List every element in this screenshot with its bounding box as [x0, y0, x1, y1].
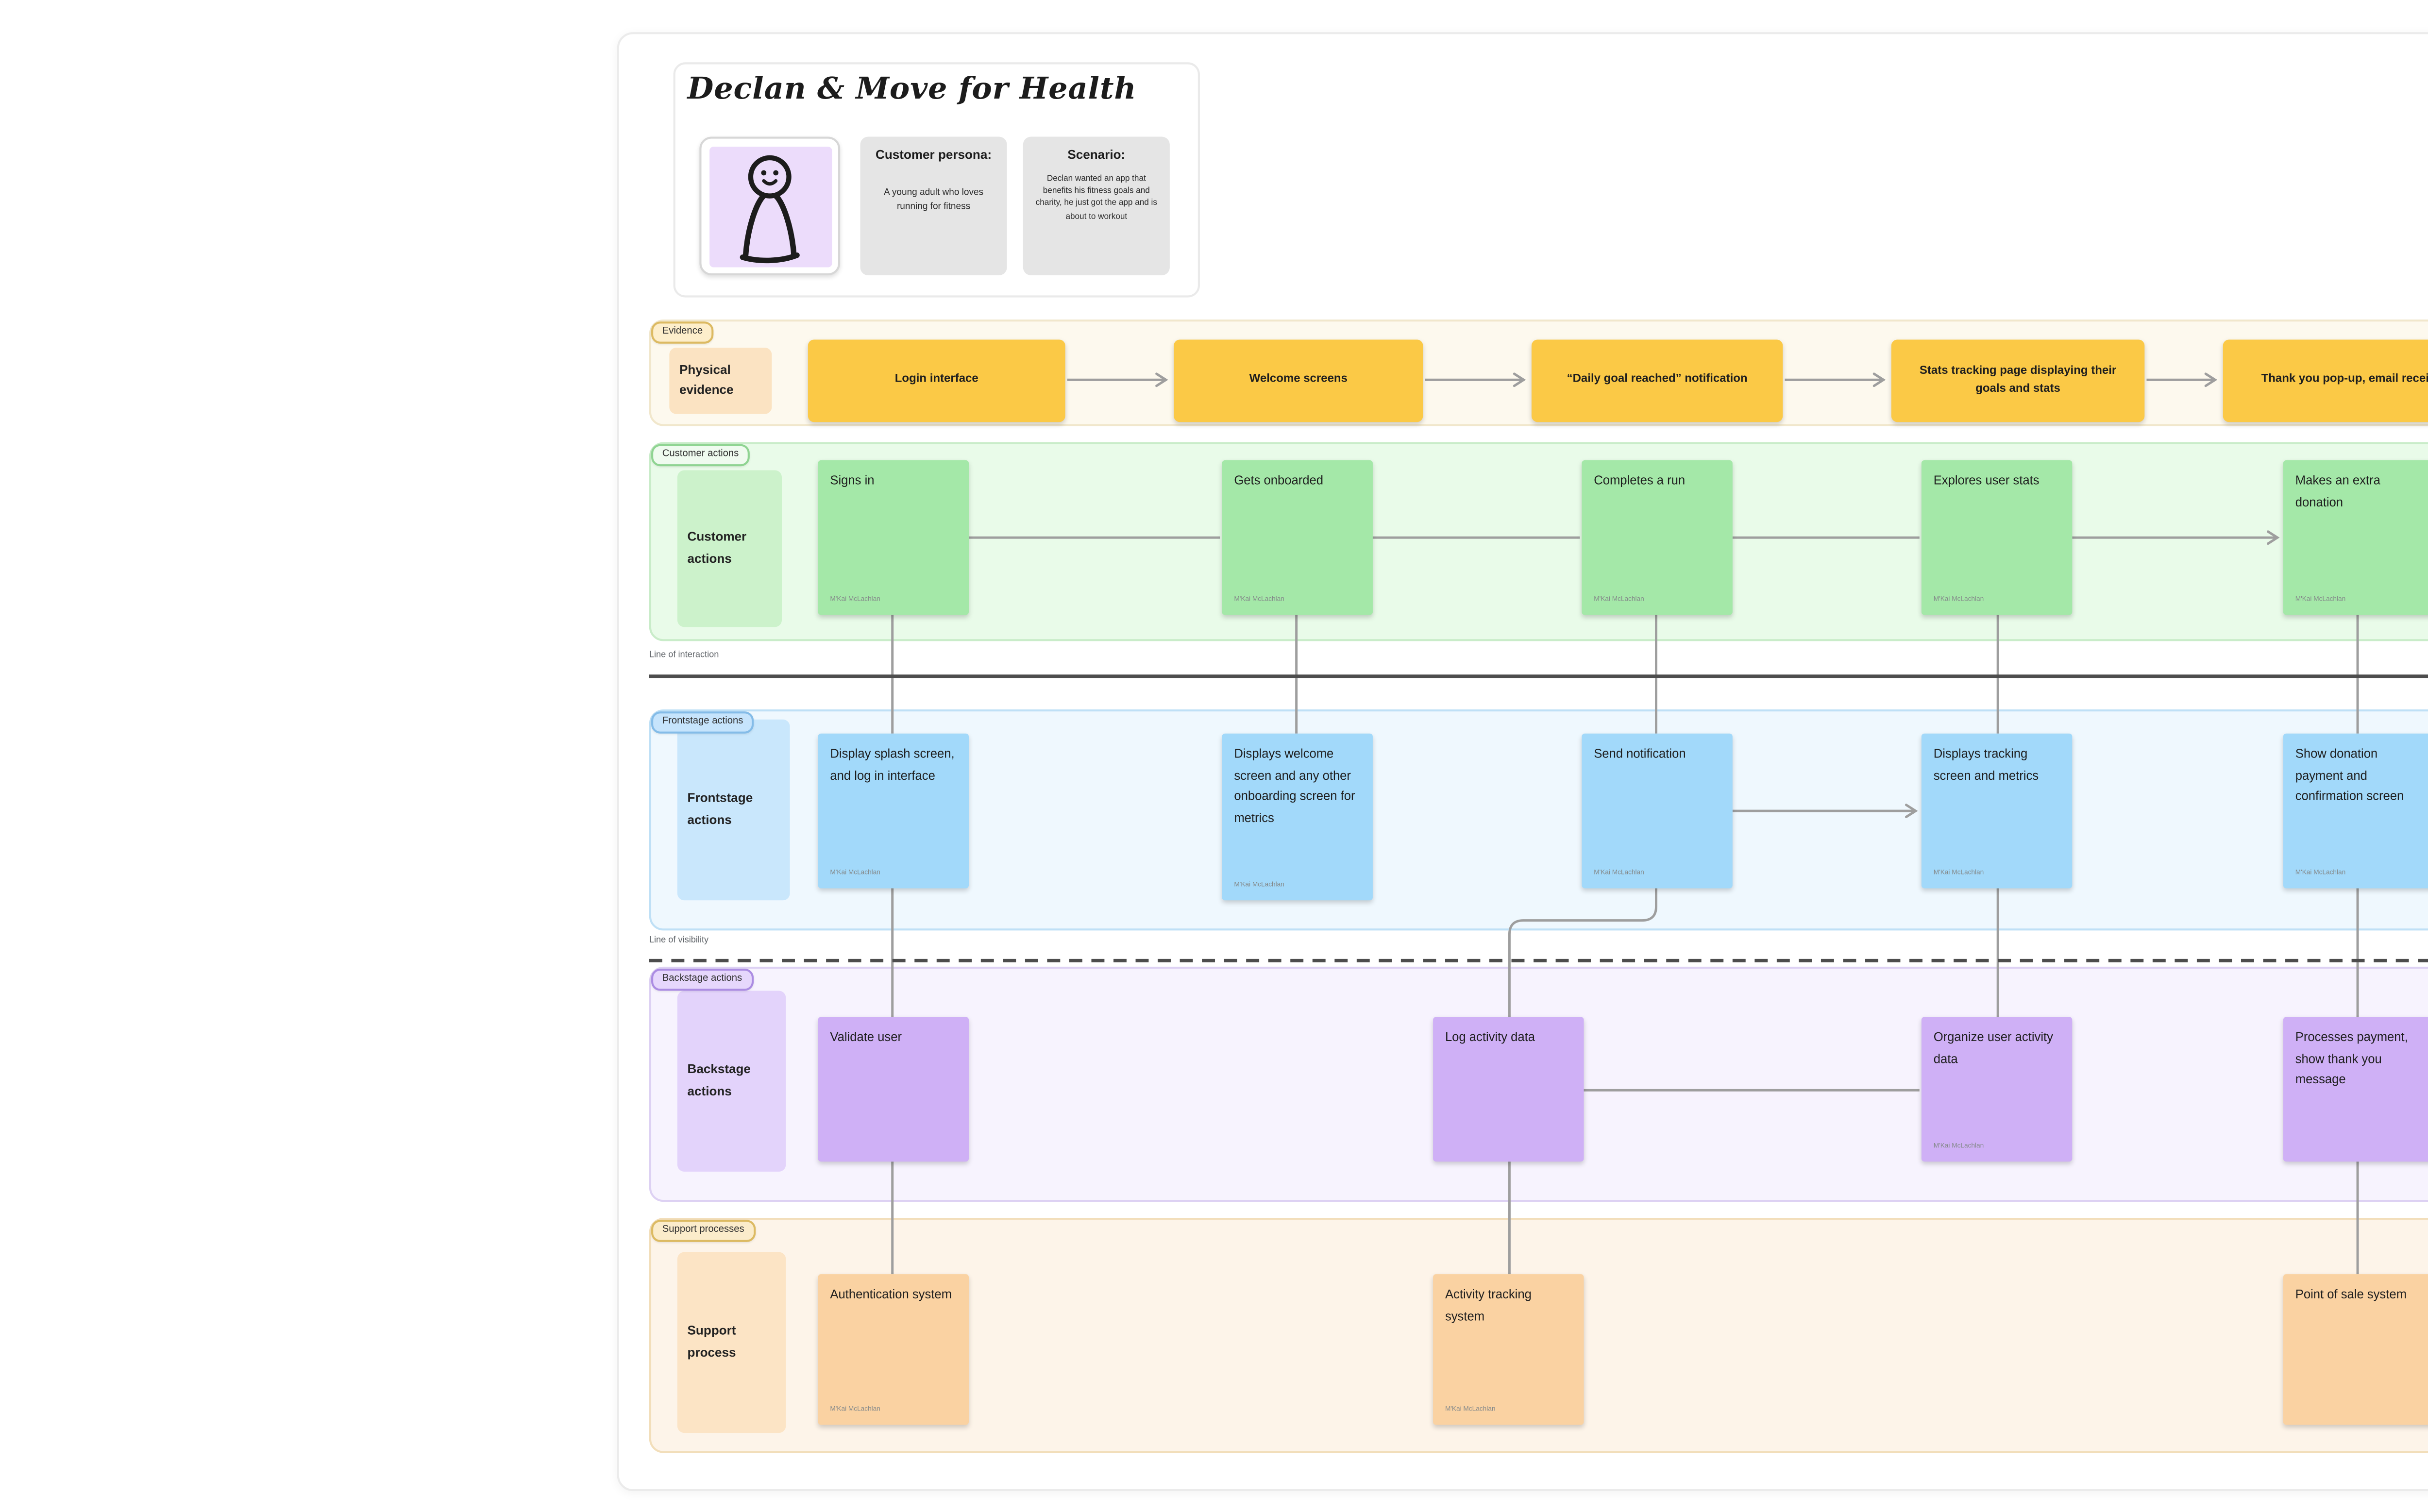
lane-badge-backstage-actions[interactable]: Backstage actions [651, 968, 753, 991]
lane-badge-frontstage-actions[interactable]: Frontstage actions [651, 711, 755, 734]
sticky-processes-payment[interactable]: Processes payment, show thank you messag… [2283, 1017, 2428, 1162]
sticky-displays-welcome-screen[interactable]: Displays welcome screen and any other on… [1222, 733, 1373, 901]
sticky-display-splash-screen[interactable]: Display splash screen, and log in interf… [818, 733, 969, 889]
person-icon [740, 154, 800, 263]
line-of-interaction-label: Line of interaction [649, 649, 719, 659]
send-notification-to-log-activity-curve [1508, 888, 1658, 1017]
scenario-card-title: Scenario: [1067, 149, 1126, 163]
sticky-author: M'Kai McLachlan [830, 868, 880, 876]
lane-label-customer-actions[interactable]: Customer actions [677, 470, 782, 627]
lane-label-backstage-actions[interactable]: Backstage actions [677, 991, 786, 1172]
sticky-author: M'Kai McLachlan [1594, 868, 1644, 876]
lane-label-physical-evidence[interactable]: Physical evidence [669, 348, 772, 414]
sticky-stats-tracking-page[interactable]: Stats tracking page displaying their goa… [1891, 339, 2145, 422]
sticky-thank-you-popup[interactable]: Thank you pop-up, email receipt [2223, 339, 2428, 422]
connector-layer [649, 372, 2428, 1275]
sticky-point-of-sale-system[interactable]: Point of sale system [2283, 1274, 2428, 1425]
sticky-login-interface[interactable]: Login interface [808, 339, 1065, 422]
board-title[interactable]: Declan & Move for Health [687, 70, 1137, 107]
sticky-author: M'Kai McLachlan [1234, 595, 1284, 603]
lane-badge-evidence[interactable]: Evidence [651, 321, 714, 344]
sticky-author: M'Kai McLachlan [1234, 880, 1284, 889]
sticky-author: M'Kai McLachlan [830, 595, 880, 603]
sticky-log-activity-data[interactable]: Log activity data [1433, 1017, 1584, 1162]
visibility-crossing-connectors [891, 804, 2359, 1017]
sticky-daily-goal-notification[interactable]: “Daily goal reached” notification [1531, 339, 1783, 422]
persona-avatar-background [708, 146, 831, 267]
sticky-author: M'Kai McLachlan [1594, 595, 1644, 603]
interaction-crossing-connectors [891, 615, 2359, 734]
persona-avatar[interactable] [699, 136, 841, 276]
lane-badge-support-processes[interactable]: Support processes [651, 1220, 756, 1242]
line-of-visibility-label: Line of visibility [649, 934, 709, 945]
sticky-author: M'Kai McLachlan [1933, 1141, 1984, 1150]
lane-label-frontstage-actions[interactable]: Frontstage actions [677, 719, 790, 901]
persona-card-title: Customer persona: [876, 149, 992, 163]
customer-persona-card[interactable]: Customer persona: A young adult who love… [860, 136, 1007, 276]
scenario-card-body: Declan wanted an app that benefits his f… [1035, 172, 1157, 221]
sticky-author: M'Kai McLachlan [2295, 868, 2346, 876]
sticky-author: M'Kai McLachlan [1933, 868, 1984, 876]
sticky-author: M'Kai McLachlan [2295, 595, 2346, 603]
sticky-author: M'Kai McLachlan [830, 1405, 880, 1413]
lane-label-support-process[interactable]: Support process [677, 1252, 786, 1433]
blueprint-board: Declan & Move for Health Customer person… [617, 32, 2428, 1492]
sticky-author: M'Kai McLachlan [1445, 1405, 1496, 1413]
sticky-validate-user[interactable]: Validate user [818, 1017, 969, 1162]
scenario-card[interactable]: Scenario: Declan wanted an app that bene… [1023, 136, 1170, 276]
lane-badge-customer-actions[interactable]: Customer actions [651, 444, 750, 467]
backstage-support-connectors [891, 1089, 2359, 1275]
persona-card-body: A young adult who loves running for fitn… [883, 186, 984, 212]
sticky-welcome-screens[interactable]: Welcome screens [1174, 339, 1423, 422]
sticky-author: M'Kai McLachlan [1933, 595, 1984, 603]
sticky-show-donation-payment[interactable]: Show donation payment and confirmation s… [2283, 733, 2428, 889]
